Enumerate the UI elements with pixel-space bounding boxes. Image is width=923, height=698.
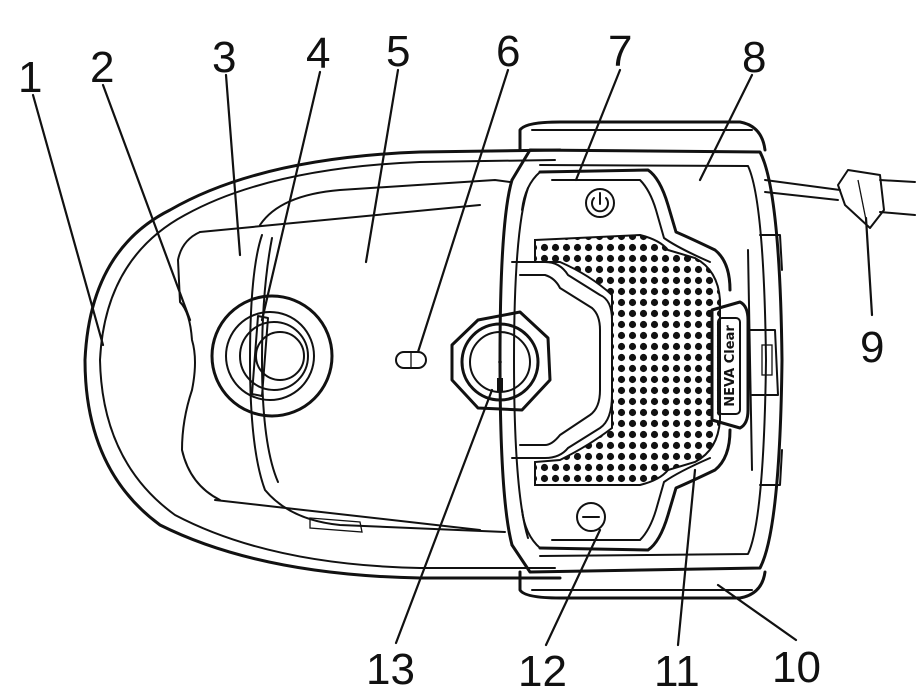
leader-8	[698, 73, 754, 182]
side-rails	[747, 234, 783, 486]
body-outer-shell	[83, 148, 562, 580]
exhaust-grille	[534, 233, 721, 486]
label-12: 12	[518, 647, 567, 696]
leader-lines	[31, 68, 874, 647]
power-button	[576, 502, 606, 532]
label-11: 11	[654, 647, 700, 696]
rear-wheel-top	[518, 120, 767, 152]
hose-inlet	[210, 294, 334, 418]
plug	[837, 169, 916, 229]
leader-10	[716, 583, 798, 642]
cord-rewind-button	[585, 188, 615, 218]
label-5: 5	[386, 27, 410, 76]
rear-latch	[749, 329, 779, 396]
carry-handle	[511, 261, 613, 459]
leader-9	[864, 216, 874, 317]
label-6: 6	[496, 27, 520, 76]
badge-label: NEVA Clear	[723, 325, 738, 407]
power-knob	[450, 310, 552, 412]
label-7: 7	[608, 27, 632, 76]
leader-7	[574, 68, 622, 182]
front-bumper	[177, 204, 481, 531]
label-3: 3	[212, 33, 236, 82]
leader-13	[394, 388, 494, 645]
indicator-slot	[395, 351, 427, 369]
leader-12	[544, 528, 602, 647]
label-9: 9	[860, 323, 884, 372]
rear-housing	[498, 148, 784, 574]
label-2: 2	[90, 43, 114, 92]
leader-6	[416, 68, 510, 354]
brand-badge: NEVA Clear	[710, 300, 750, 430]
top-cover	[249, 179, 511, 533]
control-panel	[521, 168, 732, 552]
leader-3	[224, 73, 242, 257]
leader-5	[364, 68, 400, 264]
label-10: 10	[772, 643, 821, 692]
leader-11	[676, 468, 697, 647]
power-cord	[764, 179, 841, 201]
leader-1	[31, 93, 105, 347]
label-4: 4	[306, 29, 330, 78]
label-1: 1	[18, 53, 42, 102]
leader-2	[101, 83, 192, 322]
rear-wheel-bottom	[518, 570, 767, 600]
label-13: 13	[366, 645, 415, 694]
leader-4	[260, 70, 322, 322]
label-8: 8	[742, 33, 766, 82]
part-labels: 1 2 3 4 5 6 7 8 9 10 11 12 13	[18, 27, 884, 696]
